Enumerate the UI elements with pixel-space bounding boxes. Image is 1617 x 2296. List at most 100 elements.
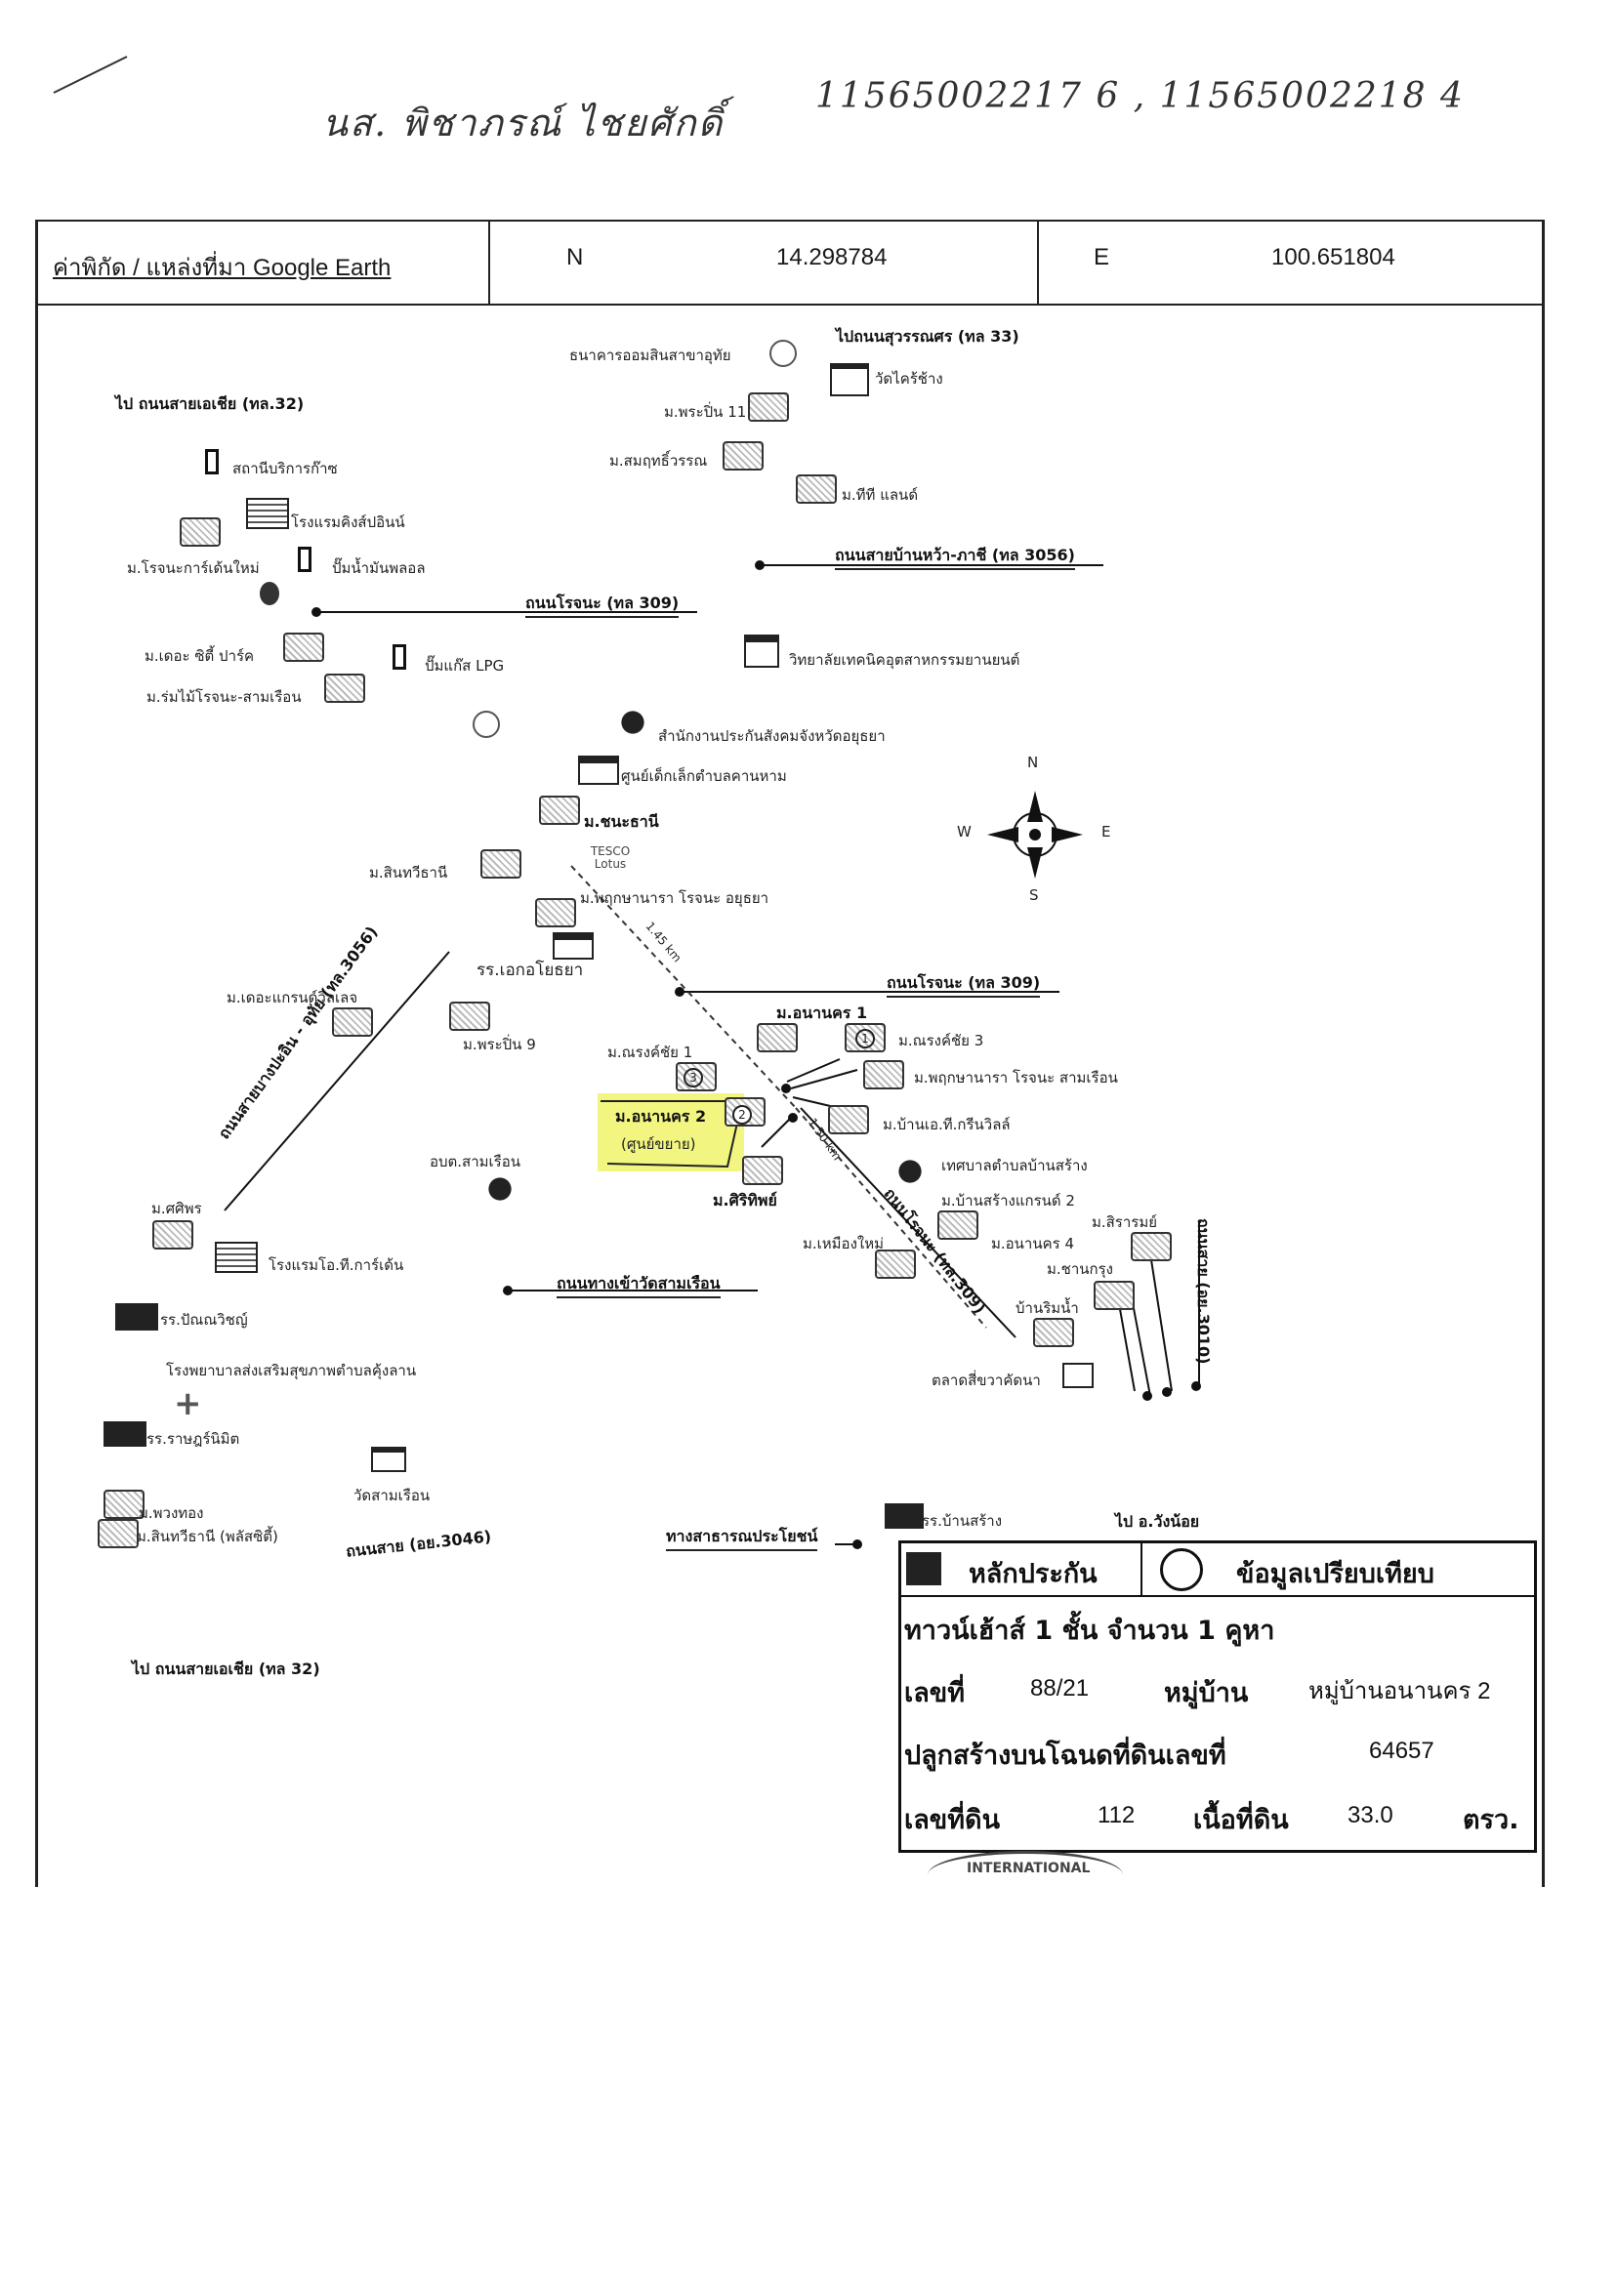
place-label: ม.ศศิพร	[151, 1200, 202, 1217]
place-label: โรงแรมคิงส์ปอินน์	[291, 513, 405, 531]
compass-rose	[987, 791, 1083, 879]
hotel-icon	[246, 498, 289, 529]
place-label: ม.พวงทอง	[139, 1504, 204, 1522]
place-label: ม.พฤกษานารา โรจนะ สามเรือน	[914, 1069, 1118, 1086]
place-label: รร.เอกอโยธยา	[477, 961, 584, 980]
fuel-pump-icon	[298, 547, 311, 572]
place-label: ม.สินทวีธานี	[369, 864, 448, 882]
road-label: ถนนสาย (อย.3010)	[1194, 1218, 1213, 1365]
temple-icon	[830, 363, 869, 396]
village-icon	[449, 1002, 490, 1031]
area-unit: ตรว.	[1463, 1805, 1519, 1835]
legend-rule	[898, 1595, 1537, 1597]
subject-highlight	[598, 1093, 744, 1171]
village-icon	[863, 1060, 904, 1089]
tesco-logo: TESCO Lotus	[590, 844, 631, 871]
road-label: ทางสาธารณประโยชน์	[666, 1525, 818, 1551]
village-icon	[1131, 1232, 1172, 1261]
village-icon	[332, 1007, 373, 1037]
place-label: ม.พฤกษานารา โรจนะ อยุธยา	[580, 889, 769, 907]
village-icon	[796, 474, 837, 504]
place-label: ม.โรจนะการ์เด้นใหม่	[127, 559, 260, 577]
school-icon	[885, 1503, 924, 1529]
house-no-label: เลขที่	[904, 1678, 966, 1708]
village-icon	[98, 1519, 139, 1548]
lpg-icon	[393, 644, 406, 670]
comparison-marker: 1	[855, 1029, 875, 1048]
government-seal-icon	[480, 1169, 519, 1209]
village-icon	[1094, 1281, 1135, 1310]
place-label: อบต.สามเรือน	[430, 1153, 520, 1170]
road-label: ถนนโรจนะ (ทล 309)	[887, 971, 1041, 998]
place-label: รร.ราษฎร์นิมิต	[146, 1430, 240, 1448]
page-frame	[35, 220, 1545, 1887]
village-icon	[723, 441, 764, 471]
place-label: รร.ปัณณวิชญ์	[160, 1311, 248, 1329]
header-bottom-rule	[35, 304, 1545, 306]
road-label: ไป อ.วังน้อย	[1115, 1512, 1200, 1531]
place-label: ม.บ้านเอ.ที.กรีนวิลล์	[883, 1116, 1011, 1133]
place-label: ม.ณรงค์ชัย 3	[898, 1032, 984, 1049]
village-icon	[152, 1220, 193, 1250]
place-label: วัดไคร้ช้าง	[875, 370, 943, 388]
compass-south: S	[1029, 886, 1039, 904]
place-label: วัดสามเรือน	[353, 1487, 431, 1504]
place-label: โรงแรมโอ.ที.การ์เด้น	[269, 1256, 404, 1274]
place-label: สถานีบริการก๊าซ	[232, 460, 338, 477]
bank-icon	[769, 340, 797, 367]
area-label: เนื้อที่ดิน	[1193, 1805, 1289, 1835]
government-seal-icon	[613, 703, 652, 742]
childcare-icon	[578, 756, 619, 785]
place-label: ม.ทีที แลนด์	[842, 486, 919, 504]
pen-mark	[53, 56, 128, 94]
place-label: ม.บ้านสร้างแกรนด์ 2	[941, 1192, 1075, 1210]
place-label: เทศบาลตำบลบ้านสร้าง	[941, 1157, 1088, 1174]
village-icon	[742, 1156, 783, 1185]
house-no-value: 88/21	[1030, 1675, 1090, 1702]
stamp-text: INTERNATIONAL	[967, 1861, 1091, 1876]
bank-icon	[473, 711, 500, 738]
road-label: ไป ถนนสายเอเชีย (ทล 32)	[132, 1660, 320, 1678]
village-icon	[937, 1210, 978, 1240]
place-label: ม.ชนะธานี	[584, 812, 659, 831]
road-label: ถนนสายบ้านหว้า-ภาชี (ทล 3056)	[835, 544, 1075, 570]
village-label: หมู่บ้าน	[1164, 1678, 1249, 1708]
village-icon	[828, 1105, 869, 1134]
area-value: 33.0	[1348, 1802, 1393, 1828]
road-label: ถนนทางเข้าวัดสามเรือน	[557, 1272, 721, 1298]
school-icon	[553, 932, 594, 960]
place-label: ตลาดสี่ขวาคัดนา	[932, 1372, 1041, 1389]
comparison-label: ข้อมูลเปรียบเทียบ	[1236, 1559, 1434, 1589]
school-icon	[115, 1303, 158, 1331]
road-label: ถนนโรจนะ (ทล 309)	[525, 592, 680, 618]
place-label: โรงพยาบาลส่งเสริมสุขภาพตำบลคุ้งลาน	[166, 1362, 417, 1379]
school-icon	[104, 1421, 146, 1447]
place-label: ม.เดอะ ซิตี้ ปาร์ค	[145, 647, 255, 665]
subject-label: ม.อนานคร 2	[615, 1107, 707, 1126]
handwritten-codes: 11565002217 6 , 11565002218 4	[815, 76, 1465, 116]
stamp	[928, 1851, 1123, 1899]
place-label: ม.สมฤทธิ์วรรณ	[609, 452, 708, 470]
place-label: ม.ณรงค์ชัย 1	[607, 1044, 693, 1061]
legend-divider	[1140, 1540, 1142, 1597]
village-icon	[539, 796, 580, 825]
collateral-label: หลักประกัน	[969, 1559, 1098, 1589]
comparison-marker: 2	[732, 1105, 752, 1125]
temple-icon	[371, 1447, 406, 1472]
place-label: ปั๊มน้ำมันพลอล	[332, 559, 426, 577]
village-icon	[757, 1023, 798, 1052]
subject-sub-label: (ศูนย์ขยาย)	[621, 1135, 696, 1153]
place-label: ม.อนานคร 1	[776, 1004, 868, 1022]
village-icon	[535, 898, 576, 927]
north-label: N	[566, 244, 584, 270]
place-label: ม.พระปิ่น 11	[664, 403, 747, 421]
place-label: ปั๊มแก๊ส LPG	[425, 657, 505, 675]
handwritten-name: นส. พิชาภรณ์ ไชยศักดิ์	[322, 102, 725, 144]
header-divider	[1037, 220, 1039, 304]
deed-label: ปลูกสร้างบนโฉนดที่ดินเลขที่	[904, 1741, 1226, 1771]
place-label: ม.อนานคร 4	[991, 1235, 1074, 1252]
college-icon	[744, 635, 779, 668]
legend-box	[898, 1540, 1537, 1853]
place-label: สำนักงานประกันสังคมจังหวัดอยุธยา	[658, 727, 886, 745]
property-type: ทาวน์เฮ้าส์ 1 ชั้น จำนวน 1 คูหา	[904, 1616, 1275, 1646]
